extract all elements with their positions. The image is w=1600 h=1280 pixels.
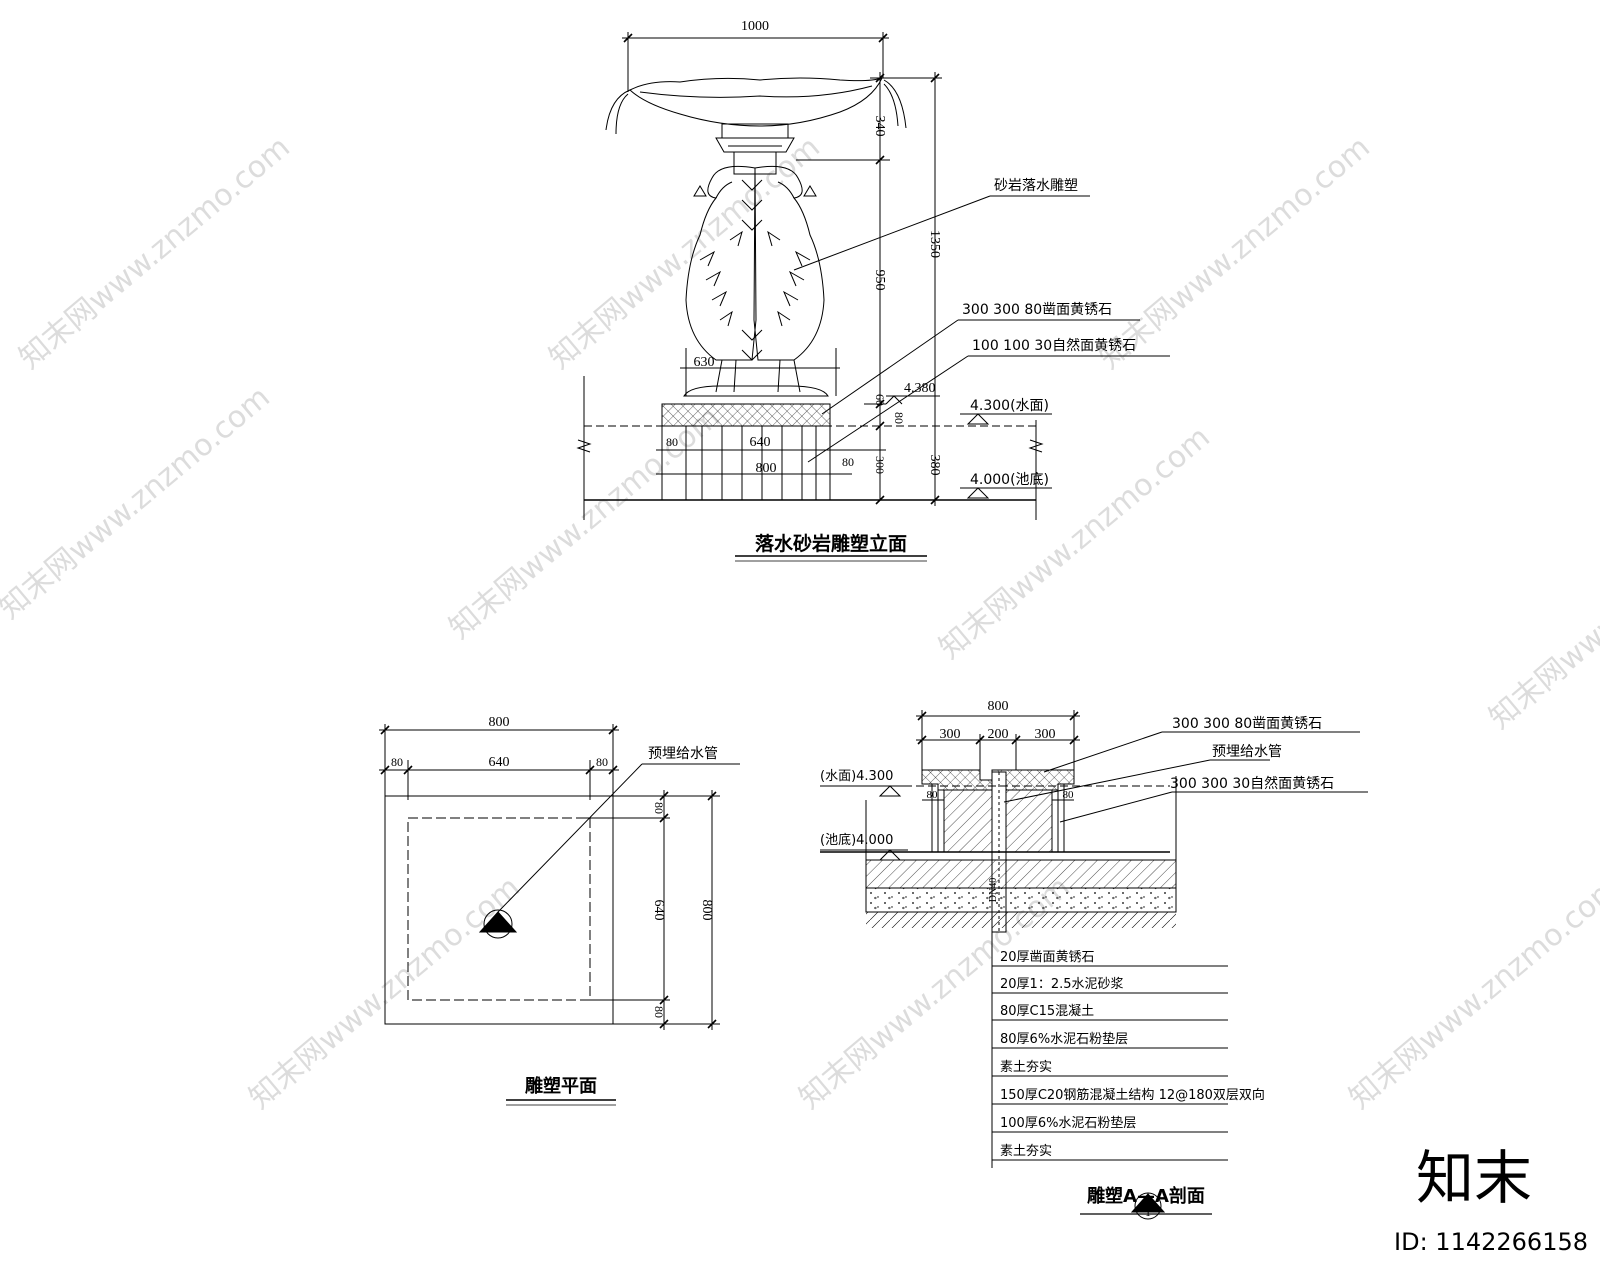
level-4380: 4.380 — [904, 381, 936, 396]
section-level-bottom: (池底)4.000 — [820, 832, 893, 848]
section-level-water: (水面)4.300 — [820, 769, 893, 784]
section-dim-800: 800 — [988, 699, 1009, 714]
section-callout-cap: 300 300 80凿面黄锈石 — [1172, 715, 1322, 732]
plan-vdim-80-bottom: 80 — [652, 1006, 666, 1018]
watermark: 知末网www.znzmo.com — [0, 380, 277, 626]
dim-800: 800 — [756, 461, 777, 476]
plan-dim-80-right: 80 — [596, 755, 608, 769]
plan-inner — [407, 817, 591, 1001]
plan-outer — [384, 795, 614, 1025]
watermark: 知末网www.znzmo.com — [543, 130, 827, 376]
section-labels: 800 300 200 300 (水面)4.300 (池底)4.000 80 8… — [820, 699, 1334, 1219]
plan-section-mark: 2 — [495, 919, 502, 934]
plan-dim-800: 800 — [489, 715, 510, 730]
level-bottom: 4.000(池底) — [970, 472, 1049, 488]
plan-callout-pipe: 预埋给水管 — [648, 746, 718, 762]
plan-vdim-640: 640 — [651, 900, 666, 921]
section-dim-300-left: 300 — [940, 727, 961, 742]
callout-cap-stone: 300 300 80凿面黄锈石 — [962, 301, 1112, 318]
elevation-labels: 1000 340 950 1350 630 60 80 300 380 80 6… — [666, 19, 1136, 555]
brand-id: ID: 1142266158 — [1394, 1228, 1588, 1256]
dim-300-right: 300 — [873, 456, 887, 474]
watermark: 知末网www.znzmo.com — [1343, 870, 1600, 1116]
plan-vdim-800: 800 — [699, 900, 714, 921]
dim-950: 950 — [872, 270, 887, 291]
layer-label-8: 素土夯实 — [1000, 1144, 1052, 1159]
layer-label-3: 80厚C15混凝土 — [1000, 1003, 1094, 1019]
elevation-view — [576, 32, 1170, 562]
elevation-title: 落水砂岩雕塑立面 — [755, 532, 907, 555]
dim-630: 630 — [694, 355, 715, 370]
section-dim-300-right: 300 — [1035, 727, 1056, 742]
layer-label-7: 100厚6%水泥石粉垫层 — [1000, 1115, 1136, 1131]
dim-1350: 1350 — [927, 230, 942, 258]
layer-label-5: 素土夯实 — [1000, 1060, 1052, 1075]
watermark: 知末网www.znzmo.com — [933, 420, 1217, 666]
swan-right — [753, 165, 825, 361]
cap-stone — [661, 403, 831, 427]
section-mark: 1 — [1145, 1205, 1151, 1219]
plan-dim-80-left: 80 — [391, 755, 403, 769]
layer-cushion — [865, 887, 1177, 913]
level-water: 4.300(水面) — [970, 398, 1049, 414]
brand: 知末 ID: 1142266158 — [1394, 1144, 1588, 1256]
section-dim-80-right: 80 — [1063, 789, 1075, 801]
layer-earth — [866, 912, 1176, 928]
section-dim-80-left: 80 — [927, 789, 939, 801]
layer-label-6: 150厚C20钢筋混凝土结构 12@180双层双向 — [1000, 1087, 1265, 1103]
dim-380: 380 — [927, 455, 942, 476]
plan-vdim-80-top: 80 — [652, 802, 666, 814]
dim-80-left: 80 — [666, 435, 678, 449]
brand-logo: 知末 — [1416, 1144, 1532, 1212]
basin — [629, 77, 883, 127]
watermark: 知末网www.znzmo.com — [443, 400, 727, 646]
plan-view — [379, 724, 740, 1106]
section-dim-200: 200 — [988, 727, 1009, 742]
callout-base-stone: 100 100 30自然面黄锈石 — [972, 337, 1136, 354]
plan-labels: 800 80 640 80 80 640 80 800 预埋给水管 2 雕塑平面 — [391, 715, 718, 1097]
dim-340: 340 — [872, 116, 887, 137]
dim-80-bottom: 80 — [842, 455, 854, 469]
section-callout-base: 300 300 30自然面黄锈石 — [1170, 775, 1334, 792]
layer-label-2: 20厚1：2.5水泥砂浆 — [1000, 977, 1124, 992]
layer-label-1: 20厚凿面黄锈石 — [1000, 950, 1095, 965]
watermark: 知末网www.znzmo.com — [13, 130, 297, 376]
layer-label-4: 80厚6%水泥石粉垫层 — [1000, 1031, 1128, 1047]
watermark: 知末网www.znzmo.com — [1483, 490, 1600, 736]
section-callout-pipe: 预埋给水管 — [1212, 744, 1282, 760]
callout-sculpture: 砂岩落水雕塑 — [994, 178, 1078, 194]
plan-title: 雕塑平面 — [525, 1075, 597, 1097]
plan-dim-640: 640 — [489, 755, 510, 770]
swan-left — [685, 165, 757, 361]
layer-concrete — [865, 859, 1177, 889]
dim-60: 60 — [873, 394, 887, 406]
dim-1000: 1000 — [741, 19, 769, 34]
dim-640: 640 — [750, 435, 771, 450]
section-pipe-label: DN40 — [988, 878, 999, 902]
dim-80-right: 80 — [892, 412, 906, 424]
section-view — [820, 710, 1368, 1220]
section-title: 雕塑A—A剖面 — [1087, 1185, 1205, 1207]
